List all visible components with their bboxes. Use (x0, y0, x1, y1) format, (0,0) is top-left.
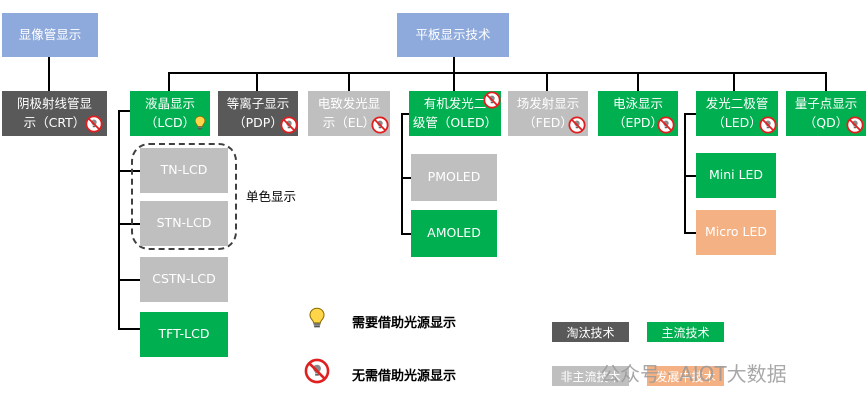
connector (118, 328, 140, 330)
legend-non-mainstream-label: 非主流技术 (560, 369, 621, 384)
node-led-label: 发光二极管 （LED） (705, 96, 769, 130)
connector (684, 113, 696, 115)
legend-mainstream: 主流技术 (647, 322, 724, 342)
no-bulb-icon (483, 91, 501, 109)
node-crt-label: 阴极射线管显 示（CRT） (16, 96, 92, 130)
led-child-label: Mini LED (708, 167, 764, 183)
connector (168, 72, 170, 91)
connector (118, 223, 140, 225)
crt-root-label: 显像管显示 (18, 26, 82, 42)
connector (453, 72, 455, 91)
led-child-mini: Mini LED (696, 153, 776, 198)
connector (118, 279, 140, 281)
lcd-child-tft: TFT-LCD (140, 312, 228, 357)
node-qd: 量子点显示 （QD） (786, 91, 866, 136)
no-bulb-icon (568, 116, 586, 134)
connector (48, 57, 50, 91)
connector (118, 170, 140, 172)
lcd-child-cstn: CSTN-LCD (140, 257, 228, 302)
no-bulb-icon (85, 115, 103, 133)
connector (118, 110, 120, 329)
node-pdp: 等离子显示 （PDP） (218, 91, 298, 136)
connector (684, 232, 696, 234)
node-led: 发光二极管 （LED） (696, 91, 778, 136)
connector (733, 72, 735, 91)
node-oled-label: 有机发光二 级管（OLED） (412, 96, 498, 130)
connector (684, 175, 696, 177)
lcd-child-stn: STN-LCD (140, 201, 228, 246)
no-bulb-icon (846, 116, 864, 134)
connector (401, 113, 409, 115)
lightbulb-icon (304, 305, 330, 331)
no-bulb-icon (759, 116, 777, 134)
oled-child-pmoled: PMOLED (411, 154, 497, 201)
node-fed: 场发射显示 （FED） (508, 91, 588, 136)
lcd-child-label: CSTN-LCD (152, 271, 216, 287)
flat-panel-root-label: 平板显示技术 (415, 26, 491, 42)
connector (401, 113, 403, 235)
connector (637, 72, 639, 91)
connector (118, 110, 130, 112)
crt-root-box: 显像管显示 (2, 13, 98, 57)
node-lcd: 液晶显示 （LCD） (130, 91, 210, 136)
flat-panel-root-box: 平板显示技术 (397, 13, 509, 57)
no-bulb-icon (304, 358, 330, 384)
node-el-label: 电致发光显 示（EL） (317, 96, 381, 130)
watermark: 公众号 · AIOT大数据 (600, 362, 787, 386)
led-child-micro: Micro LED (696, 210, 776, 255)
legend-mainstream-label: 主流技术 (661, 325, 710, 340)
no-bulb-icon (280, 116, 298, 134)
connector (168, 72, 826, 74)
oled-child-label: PMOLED (427, 169, 481, 185)
monochrome-label: 单色显示 (246, 189, 297, 204)
legend-developing: 发展中技术 (647, 366, 724, 386)
legend-obsolete-label: 淘汰技术 (566, 325, 615, 340)
lcd-child-label: TFT-LCD (158, 326, 210, 342)
node-lcd-label: 液晶显示 （LCD） (144, 96, 196, 130)
node-fed-label: 场发射显示 （FED） (516, 96, 580, 130)
connector (825, 72, 827, 91)
node-pdp-label: 等离子显示 （PDP） (226, 96, 290, 130)
node-el: 电致发光显 示（EL） (308, 91, 390, 136)
node-epd: 电泳显示 （EPD） (598, 91, 678, 136)
connector (453, 57, 455, 73)
connector (401, 233, 411, 235)
no-bulb-icon (657, 116, 675, 134)
node-epd-label: 电泳显示 （EPD） (612, 96, 664, 130)
no-bulb-icon (371, 116, 389, 134)
connector (401, 177, 411, 179)
legend-non-mainstream: 非主流技术 (552, 366, 629, 386)
connector (546, 72, 548, 91)
led-child-label: Micro LED (704, 224, 768, 240)
connector (256, 72, 258, 91)
lcd-child-tn: TN-LCD (140, 148, 228, 193)
node-oled: 有机发光二 级管（OLED） (409, 91, 501, 136)
monochrome-group-outline (131, 143, 237, 250)
legend-developing-label: 发展中技术 (655, 369, 716, 384)
legend-no-light: 无需借助光源显示 (352, 369, 457, 384)
lightbulb-icon (191, 114, 209, 132)
connector (684, 113, 686, 234)
lcd-child-label: STN-LCD (156, 215, 212, 231)
oled-child-label: AMOLED (427, 225, 481, 241)
legend-obsolete: 淘汰技术 (552, 322, 629, 342)
lcd-child-label: TN-LCD (160, 162, 208, 178)
legend-need-light: 需要借助光源显示 (352, 316, 457, 331)
node-qd-label: 量子点显示 （QD） (794, 96, 858, 130)
connector (348, 72, 350, 91)
oled-child-amoled: AMOLED (411, 210, 497, 257)
